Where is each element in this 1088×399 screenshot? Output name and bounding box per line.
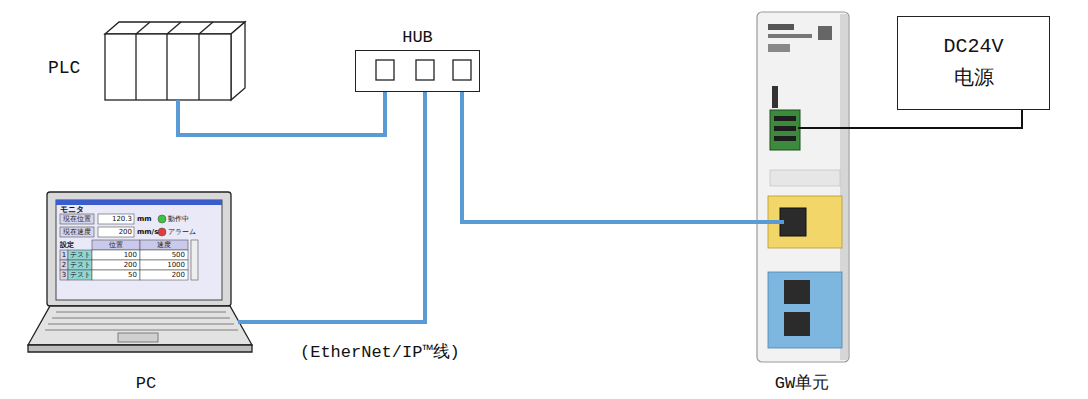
- hub-switch: HUB: [355, 26, 480, 92]
- hub-ports: [376, 60, 471, 80]
- screen-text: 現在速度: [60, 227, 94, 237]
- screen-text: 120.3: [98, 214, 132, 224]
- screen-text: 3: [60, 270, 68, 280]
- cable-label: (EtherNet/IP™线): [300, 342, 460, 364]
- screen-text: 200: [98, 227, 132, 237]
- network-cable: [178, 92, 385, 135]
- screen-text: 200: [140, 270, 185, 280]
- power-box: DC24V 电源: [897, 16, 1050, 110]
- hub-box: [355, 50, 480, 92]
- screen-text: 50: [92, 270, 137, 280]
- network-cable: [256, 92, 425, 322]
- screen-text: 現在位置: [60, 214, 94, 224]
- screen-text: 100: [92, 250, 137, 260]
- screen-text: 1: [60, 250, 68, 260]
- laptop: [28, 192, 256, 352]
- screen-text: mm: [137, 214, 152, 224]
- screen-text: 1000: [140, 260, 185, 270]
- gw-unit: [750, 12, 854, 362]
- plc-unit: PLC: [38, 20, 252, 100]
- screen-text: テスト: [68, 270, 92, 280]
- screen-text: テスト: [68, 250, 92, 260]
- screen-text: モニタ: [60, 205, 84, 215]
- screen-text: mm/s: [137, 227, 158, 237]
- screen-text: 200: [92, 260, 137, 270]
- node-text: DC24V 电源: [929, 31, 1019, 95]
- node-text: GW单元: [752, 371, 852, 394]
- screen-text: 500: [140, 250, 185, 260]
- screen-text: アラーム: [168, 227, 196, 237]
- screen-text: 動作中: [168, 214, 189, 224]
- screen-text: テスト: [68, 260, 92, 270]
- network-cable: [852, 110, 1022, 128]
- node-text: PLC: [48, 58, 80, 78]
- node-text: HUB: [355, 26, 480, 50]
- plc-rack: [105, 22, 245, 100]
- screen-text: 設定: [60, 240, 74, 250]
- screen-text: 位置: [92, 240, 140, 250]
- screen-text: 速度: [140, 240, 188, 250]
- node-text: PC: [36, 374, 256, 393]
- network-cable: [462, 92, 752, 222]
- screen-text: 2: [60, 260, 68, 270]
- gw-unit-node: GW单元: [752, 8, 852, 396]
